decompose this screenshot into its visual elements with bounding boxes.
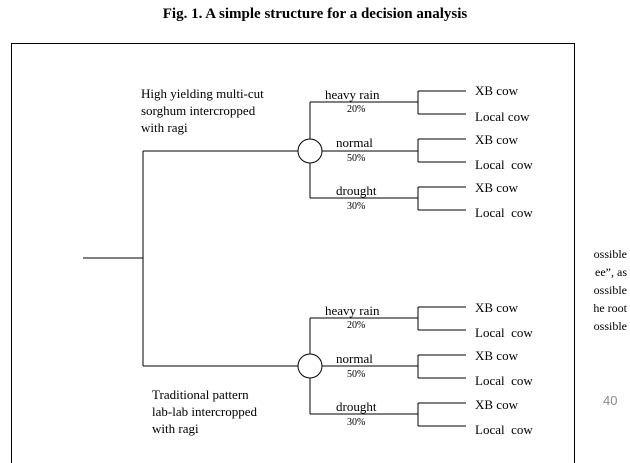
branch-bottom-label: Traditional pattern lab-lab intercropped…: [152, 387, 258, 436]
branch-top-label: High yielding multi-cut sorghum intercro…: [141, 86, 264, 135]
outcome-local-cow: Local cow: [475, 109, 530, 124]
probability-label: 30%: [347, 417, 366, 428]
outcome-xb-cow: XB cow: [475, 83, 518, 98]
probability-label: 50%: [347, 153, 366, 164]
outcome-xb-cow: XB cow: [475, 348, 518, 363]
probability-label: 50%: [347, 369, 366, 380]
clipped-side-text: ossible ee”, as ossible he root ossible: [593, 247, 627, 333]
probability-label: 30%: [347, 201, 366, 212]
page-number: 40: [603, 393, 618, 408]
weather-label: normal: [336, 135, 373, 150]
weather-label: normal: [336, 351, 373, 366]
outcome-xb-cow: XB cow: [475, 180, 518, 195]
chance-node-bottom: [297, 353, 323, 379]
outcome-xb-cow: XB cow: [475, 132, 518, 147]
weather-label: drought: [336, 399, 377, 414]
outcome-local-cow: Local cow: [475, 157, 533, 172]
weather-label: drought: [336, 183, 377, 198]
probability-label: 20%: [347, 320, 366, 331]
outcome-local-cow: Local cow: [475, 422, 533, 437]
outcome-local-cow: Local cow: [475, 373, 533, 388]
outcome-local-cow: Local cow: [475, 325, 533, 340]
chance-node-top: [297, 138, 323, 164]
figure-title: Fig. 1. A simple structure for a decisio…: [162, 6, 468, 22]
outcome-local-cow: Local cow: [475, 205, 533, 220]
diagram-frame: [11, 43, 575, 463]
outcome-xb-cow: XB cow: [475, 300, 518, 315]
outcome-xb-cow: XB cow: [475, 397, 518, 412]
probability-label: 20%: [347, 104, 366, 115]
weather-label: heavy rain: [325, 87, 380, 102]
weather-label: heavy rain: [325, 303, 380, 318]
decision-tree-lines: [83, 90, 466, 427]
